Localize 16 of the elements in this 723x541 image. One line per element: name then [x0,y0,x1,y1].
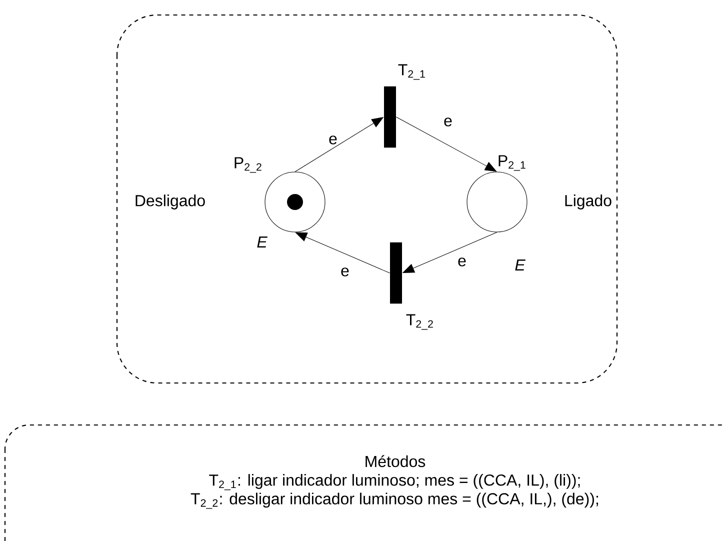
place-name: T$_{2_2}$ [406,314,433,330]
place-name: P$_{2_1}$ [498,155,526,171]
edge-label: e [444,118,452,126]
place-name: P$_{2_2}$ [234,157,262,173]
edge-label: e [329,136,337,144]
methods-box: Métodos T$_{2_1}$: ligar indicador luminoso; mes = ((CCA, IL), (li)); T$_{2_2}$: desligar indicador luminoso mes = ((CCA, IL,), (de)); [4,424,723,541]
edge-label: e [458,258,466,266]
arrow [396,116,497,172]
state-label: Ligado [565,194,612,210]
place-label: E [515,260,526,270]
arrow [295,232,390,274]
state-label: Desligado [136,194,205,210]
place-name: T$_{2_1}$ [398,64,425,80]
edge-label: e [341,268,349,276]
dashed-region [116,14,618,384]
place-label: E [257,236,268,248]
